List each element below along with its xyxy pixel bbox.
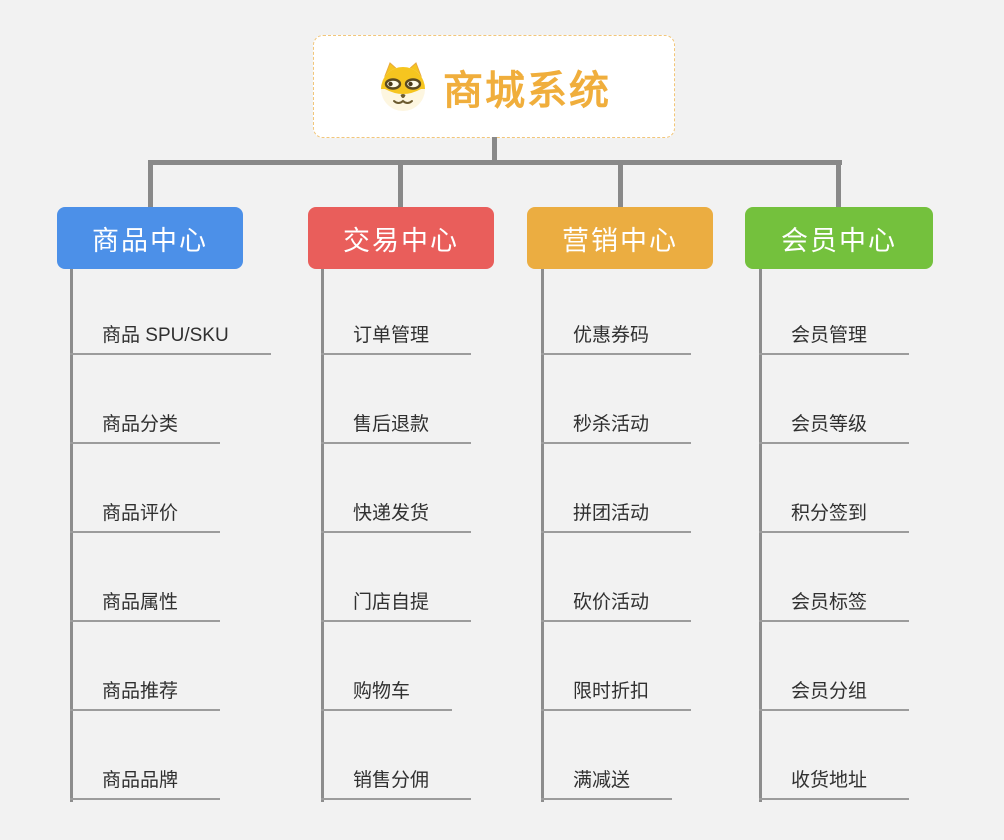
connector-drop-4 bbox=[836, 160, 841, 207]
child-node[interactable]: 砍价活动 bbox=[541, 580, 692, 622]
connector-drop-2 bbox=[398, 160, 403, 207]
child-node[interactable]: 收货地址 bbox=[759, 758, 910, 800]
child-node[interactable]: 会员分组 bbox=[759, 669, 910, 711]
trunk-line-products bbox=[70, 269, 73, 802]
child-node[interactable]: 订单管理 bbox=[321, 313, 472, 355]
connector-drop-3 bbox=[618, 160, 623, 207]
child-node[interactable]: 会员等级 bbox=[759, 402, 910, 444]
child-node[interactable]: 商品 SPU/SKU bbox=[70, 313, 271, 355]
child-node[interactable]: 商品推荐 bbox=[70, 669, 221, 711]
child-node[interactable]: 快递发货 bbox=[321, 491, 472, 533]
child-node[interactable]: 购物车 bbox=[321, 669, 453, 711]
child-node[interactable]: 会员管理 bbox=[759, 313, 910, 355]
child-node[interactable]: 拼团活动 bbox=[541, 491, 692, 533]
branch-node-marketing[interactable]: 营销中心 bbox=[527, 207, 713, 269]
child-node[interactable]: 商品评价 bbox=[70, 491, 221, 533]
child-node[interactable]: 售后退款 bbox=[321, 402, 472, 444]
child-node[interactable]: 商品品牌 bbox=[70, 758, 221, 800]
child-node[interactable]: 优惠券码 bbox=[541, 313, 692, 355]
child-node[interactable]: 限时折扣 bbox=[541, 669, 692, 711]
connector-horizontal bbox=[148, 160, 842, 165]
trunk-line-trade bbox=[321, 269, 324, 802]
connector-root-stub bbox=[492, 137, 497, 164]
trunk-line-members bbox=[759, 269, 762, 802]
child-node[interactable]: 商品属性 bbox=[70, 580, 221, 622]
root-node[interactable]: 商城系统 bbox=[313, 35, 675, 138]
branch-node-trade[interactable]: 交易中心 bbox=[308, 207, 494, 269]
branch-node-products[interactable]: 商品中心 bbox=[57, 207, 243, 269]
child-node[interactable]: 积分签到 bbox=[759, 491, 910, 533]
root-title: 商城系统 bbox=[443, 68, 611, 113]
connector-drop-1 bbox=[148, 160, 153, 207]
child-node[interactable]: 会员标签 bbox=[759, 580, 910, 622]
child-node[interactable]: 销售分佣 bbox=[321, 758, 472, 800]
child-node[interactable]: 满减送 bbox=[541, 758, 673, 800]
child-node[interactable]: 秒杀活动 bbox=[541, 402, 692, 444]
branch-node-members[interactable]: 会员中心 bbox=[745, 207, 933, 269]
child-node[interactable]: 门店自提 bbox=[321, 580, 472, 622]
trunk-line-marketing bbox=[541, 269, 544, 802]
doge-icon bbox=[381, 61, 425, 111]
child-node[interactable]: 商品分类 bbox=[70, 402, 221, 444]
